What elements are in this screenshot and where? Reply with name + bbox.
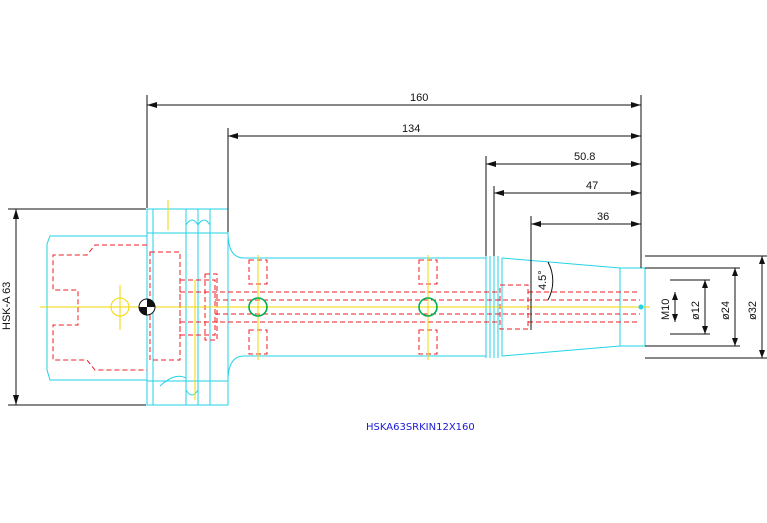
dim-36: 36 xyxy=(597,211,609,223)
dim-shank-length: 134 xyxy=(402,123,420,135)
part-number-label: HSKA63SRKIN12X160 xyxy=(366,422,475,433)
dim-dia-24: ø24 xyxy=(720,301,732,320)
dim-50-8: 50.8 xyxy=(574,151,595,163)
hole-circles xyxy=(110,297,438,317)
dim-dia-32: ø32 xyxy=(747,301,759,320)
tool-holder-outline xyxy=(46,208,646,406)
dim-thread: M10 xyxy=(660,299,672,320)
dim-taper-angle: 4.5° xyxy=(537,270,549,290)
center-mark-icon xyxy=(138,298,156,316)
dim-interface-label: HSK-A 63 xyxy=(1,282,13,330)
dimension-lines xyxy=(8,95,767,406)
tip-point-icon xyxy=(638,304,644,310)
dim-47: 47 xyxy=(586,180,598,192)
dim-overall-length: 160 xyxy=(410,92,428,104)
dim-dia-12: ø12 xyxy=(690,301,702,320)
